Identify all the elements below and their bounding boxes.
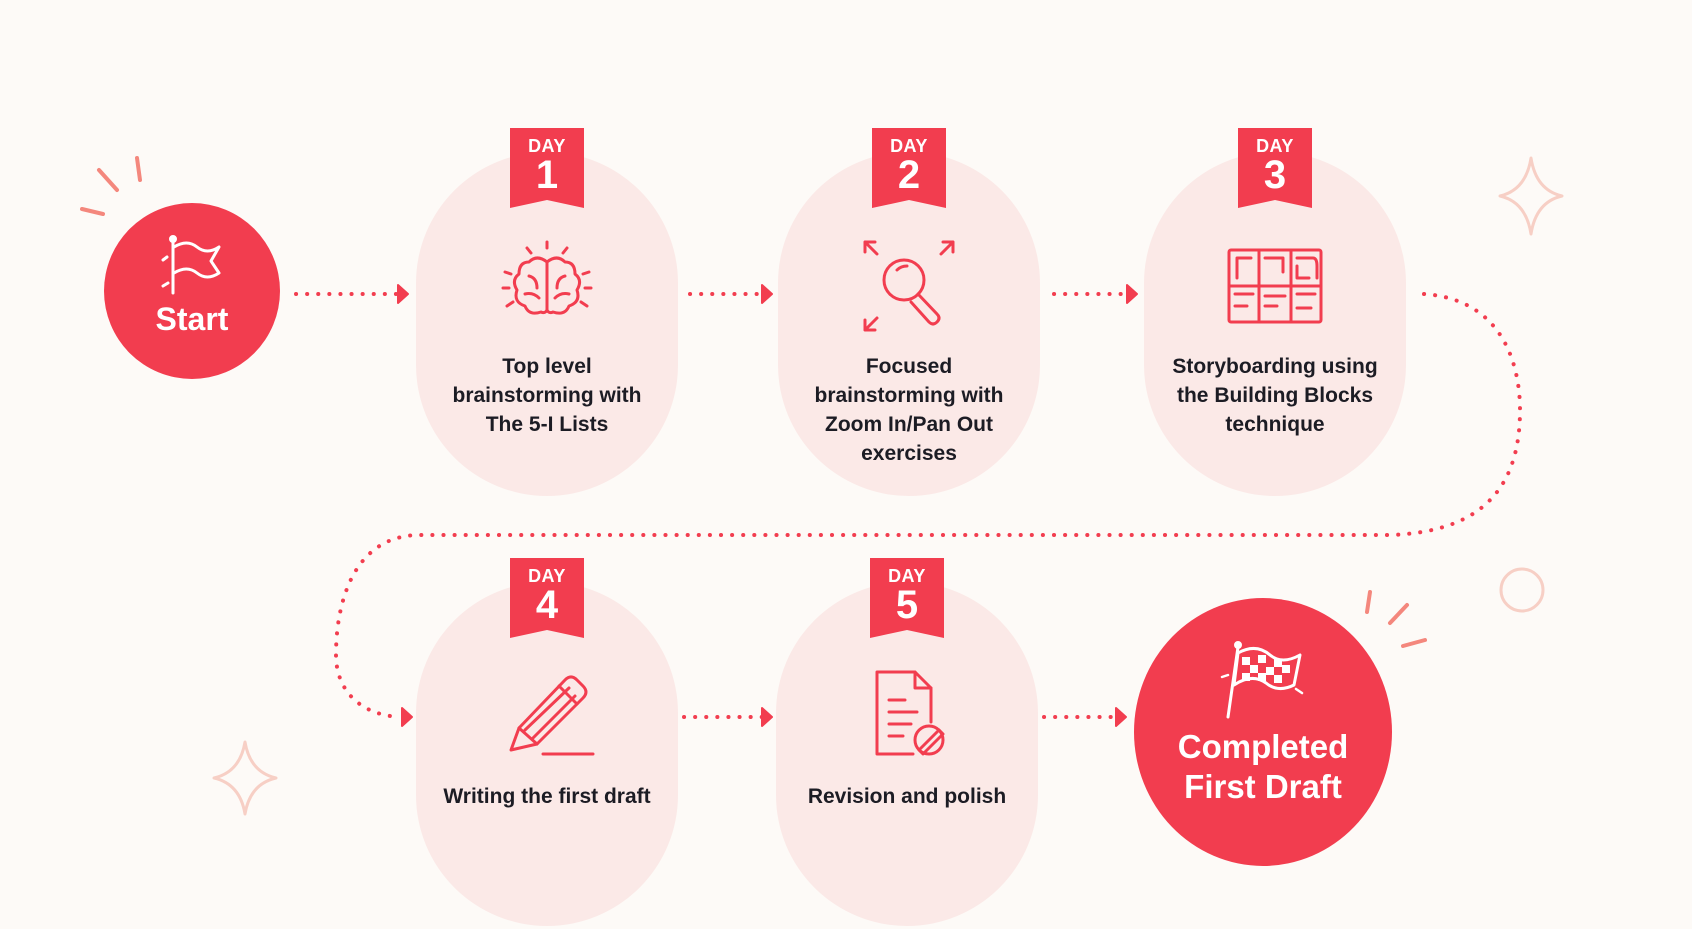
step-day-2: DAY 2 Focused brainstorming with Zoom In…: [778, 128, 1040, 496]
day-badge: DAY 2: [872, 128, 946, 208]
burst-mark-start: [97, 168, 119, 192]
day-badge-word: DAY: [890, 136, 928, 156]
step-description: Writing the first draft: [443, 785, 651, 808]
checkered-flag-icon: [1220, 641, 1304, 719]
burst-mark-start: [135, 156, 142, 182]
day-badge-word: DAY: [888, 566, 926, 586]
day-badge-number: 1: [535, 153, 559, 197]
flag-icon: [161, 234, 221, 294]
brain-icon: [501, 240, 593, 315]
ring-decoration: [1499, 567, 1545, 613]
day-badge-number: 2: [897, 153, 921, 197]
day-badge-word: DAY: [528, 566, 566, 586]
day-badge-number: 4: [535, 583, 559, 627]
sparkle-icon: [1498, 156, 1564, 236]
day-badge: DAY 3: [1238, 128, 1312, 208]
start-label: Start: [155, 300, 229, 337]
step-description: Focused brainstorming with Zoom In/Pan O…: [814, 355, 1004, 465]
day-badge: DAY 5: [870, 558, 944, 638]
arrowhead-day1-day2: [761, 284, 773, 304]
day-badge-number: 5: [895, 583, 919, 627]
sparkle-icon: [212, 740, 278, 816]
arrowhead-day5-finish: [1115, 707, 1127, 727]
pencil-icon: [509, 675, 595, 756]
burst-mark-start: [80, 207, 105, 216]
burst-mark-finish: [1401, 638, 1427, 648]
arrowhead-day3-day4: [401, 707, 413, 727]
day-badge-word: DAY: [528, 136, 566, 156]
arrowhead-day4-day5: [761, 707, 773, 727]
step-day-3: DAY 3 Storyboarding using the Building B…: [1144, 128, 1406, 496]
step-day-5: DAY 5 Revision and polish: [776, 558, 1038, 926]
burst-mark-finish: [1365, 590, 1372, 614]
day-badge-word: DAY: [1256, 136, 1294, 156]
finish-label: Completed First Draft: [1177, 728, 1349, 805]
finish-node: Completed First Draft: [1134, 598, 1392, 866]
step-day-4: DAY 4 Writing the first draft: [416, 558, 678, 926]
step-description: Top level brainstorming with The 5-I Lis…: [452, 355, 642, 436]
day-badge: DAY 1: [510, 128, 584, 208]
connector-day3-day4: [333, 292, 1523, 719]
day-badge-number: 3: [1263, 153, 1287, 197]
arrowhead-day2-day3: [1126, 284, 1138, 304]
arrowhead-start-day1: [397, 284, 409, 304]
step-day-1: DAY 1 Top level brainstorming with The 5…: [416, 128, 678, 496]
magnifier-zoom-icon: [863, 240, 955, 332]
step-description: Storyboarding using the Building Blocks …: [1172, 355, 1378, 436]
start-node: Start: [104, 203, 280, 379]
storyboard-grid-icon: [1227, 248, 1323, 324]
day-badge: DAY 4: [510, 558, 584, 638]
step-description: Revision and polish: [807, 785, 1007, 808]
document-edit-icon: [875, 670, 945, 756]
burst-mark-finish: [1388, 603, 1409, 625]
